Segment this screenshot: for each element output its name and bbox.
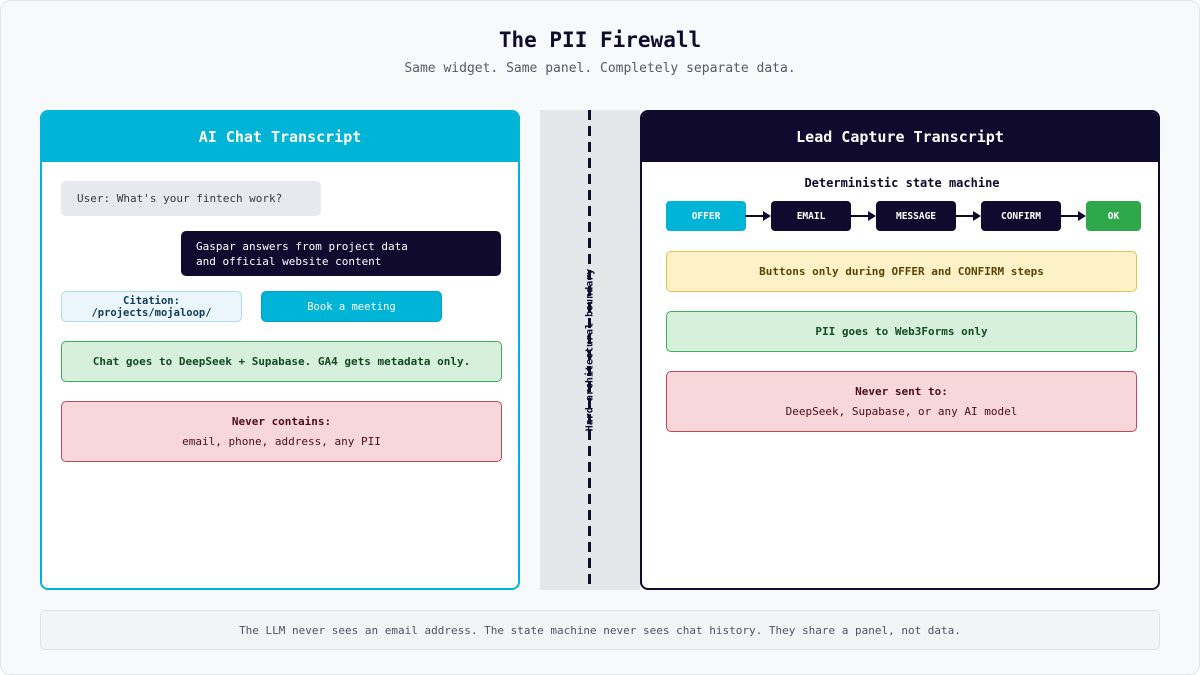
boundary-dashed-line: [588, 110, 591, 590]
citation-chip[interactable]: Citation: /projects/mojaloop/: [61, 291, 242, 322]
never-contains-items: email, phone, address, any PII: [182, 434, 381, 448]
pii-destination-note: PII goes to Web3Forms only: [666, 311, 1137, 352]
arrow-right-icon: [745, 211, 771, 221]
architectural-boundary: Hard architectural boundary: [540, 110, 640, 590]
footer-summary: The LLM never sees an email address. The…: [40, 610, 1160, 650]
never-contains-title: Never contains:: [231, 414, 332, 428]
never-sent-note: Never sent to: DeepSeek, Supabase, or an…: [666, 371, 1137, 432]
lead-capture-panel: Lead Capture Transcript Deterministic st…: [640, 110, 1160, 590]
bot-message-bubble: Gaspar answers from project data and off…: [181, 231, 501, 276]
pii-destination-text: PII goes to Web3Forms only: [815, 325, 988, 338]
chat-data-flow-text: Chat goes to DeepSeek + Supabase. GA4 ge…: [92, 355, 471, 368]
book-meeting-label: Book a meeting: [307, 300, 396, 313]
boundary-label: Hard architectural boundary: [584, 268, 596, 432]
never-sent-title: Never sent to:: [855, 384, 948, 398]
bot-message-line-2: and official website content: [196, 254, 382, 268]
ai-chat-panel-title: AI Chat Transcript: [42, 112, 518, 162]
bot-message-line-1: Gaspar answers from project data: [196, 239, 408, 253]
lead-capture-panel-title: Lead Capture Transcript: [642, 112, 1158, 162]
step-email: EMAIL: [771, 201, 851, 231]
ai-chat-panel: AI Chat Transcript User: What's your fin…: [40, 110, 520, 590]
never-contains-note: Never contains: email, phone, address, a…: [61, 401, 502, 462]
user-message-text: User: What's your fintech work?: [77, 192, 283, 205]
never-sent-items: DeepSeek, Supabase, or any AI model: [785, 404, 1018, 418]
page-subtitle: Same widget. Same panel. Completely sepa…: [404, 61, 796, 76]
step-ok: OK: [1086, 201, 1141, 231]
arrow-right-icon: [850, 211, 876, 221]
user-message-bubble: User: What's your fintech work?: [61, 181, 321, 216]
step-offer: OFFER: [666, 201, 746, 231]
arrow-right-icon: [955, 211, 981, 221]
step-confirm: CONFIRM: [981, 201, 1061, 231]
buttons-note: Buttons only during OFFER and CONFIRM st…: [666, 251, 1137, 292]
chat-data-flow-note: Chat goes to DeepSeek + Supabase. GA4 ge…: [61, 341, 502, 382]
state-machine-title: Deterministic state machine: [804, 176, 1000, 190]
citation-text: Citation: /projects/mojaloop/: [91, 294, 212, 319]
step-message: MESSAGE: [876, 201, 956, 231]
arrow-right-icon: [1060, 211, 1086, 221]
buttons-note-text: Buttons only during OFFER and CONFIRM st…: [759, 265, 1044, 278]
page-title: The PII Firewall: [498, 28, 702, 52]
book-meeting-button[interactable]: Book a meeting: [261, 291, 442, 322]
footer-text: The LLM never sees an email address. The…: [239, 623, 961, 637]
